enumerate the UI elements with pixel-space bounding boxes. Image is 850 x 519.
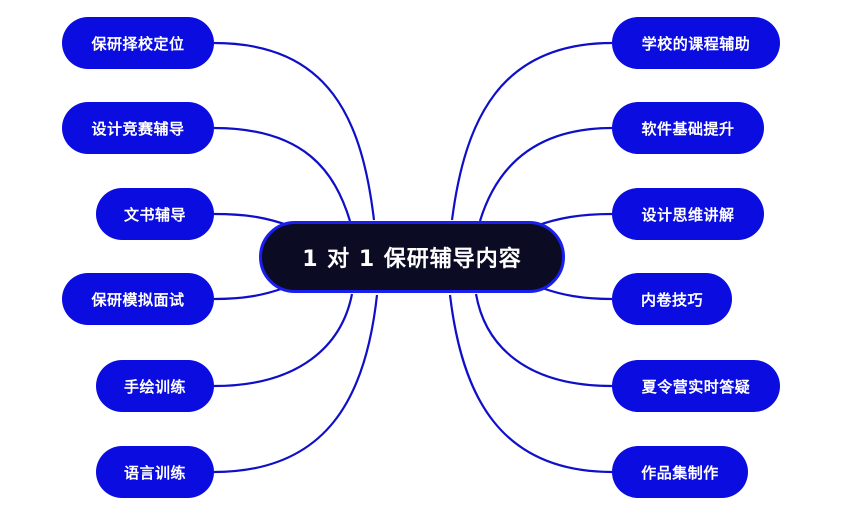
branch-node-right-2[interactable]: 软件基础提升: [612, 102, 764, 154]
connector-right-4: [541, 286, 613, 301]
branch-node-right-5[interactable]: 夏令营实时答疑: [612, 360, 780, 412]
connector-right-5: [474, 293, 613, 388]
connector-right-1: [450, 41, 613, 221]
branch-node-right-1[interactable]: 学校的课程辅助: [612, 17, 780, 69]
branch-node-right-3[interactable]: 设计思维讲解: [612, 188, 764, 240]
connector-left-1: [213, 41, 376, 221]
connector-right-2: [478, 126, 613, 222]
branch-node-right-6[interactable]: 作品集制作: [612, 446, 748, 498]
branch-node-left-5[interactable]: 手绘训练: [96, 360, 214, 412]
connector-left-6: [213, 294, 379, 474]
connector-left-4: [213, 286, 285, 301]
connector-left-2: [213, 126, 352, 222]
connector-right-3: [535, 212, 613, 228]
connector-right-6: [448, 294, 613, 474]
central-topic[interactable]: 1 对 1 保研辅导内容: [259, 221, 565, 293]
connector-left-5: [213, 293, 354, 388]
branch-node-left-6[interactable]: 语言训练: [96, 446, 214, 498]
branch-node-left-2[interactable]: 设计竞赛辅导: [62, 102, 214, 154]
branch-node-left-4[interactable]: 保研模拟面试: [62, 273, 214, 325]
branch-node-right-4[interactable]: 内卷技巧: [612, 273, 732, 325]
branch-node-left-3[interactable]: 文书辅导: [96, 188, 214, 240]
branch-node-left-1[interactable]: 保研择校定位: [62, 17, 214, 69]
